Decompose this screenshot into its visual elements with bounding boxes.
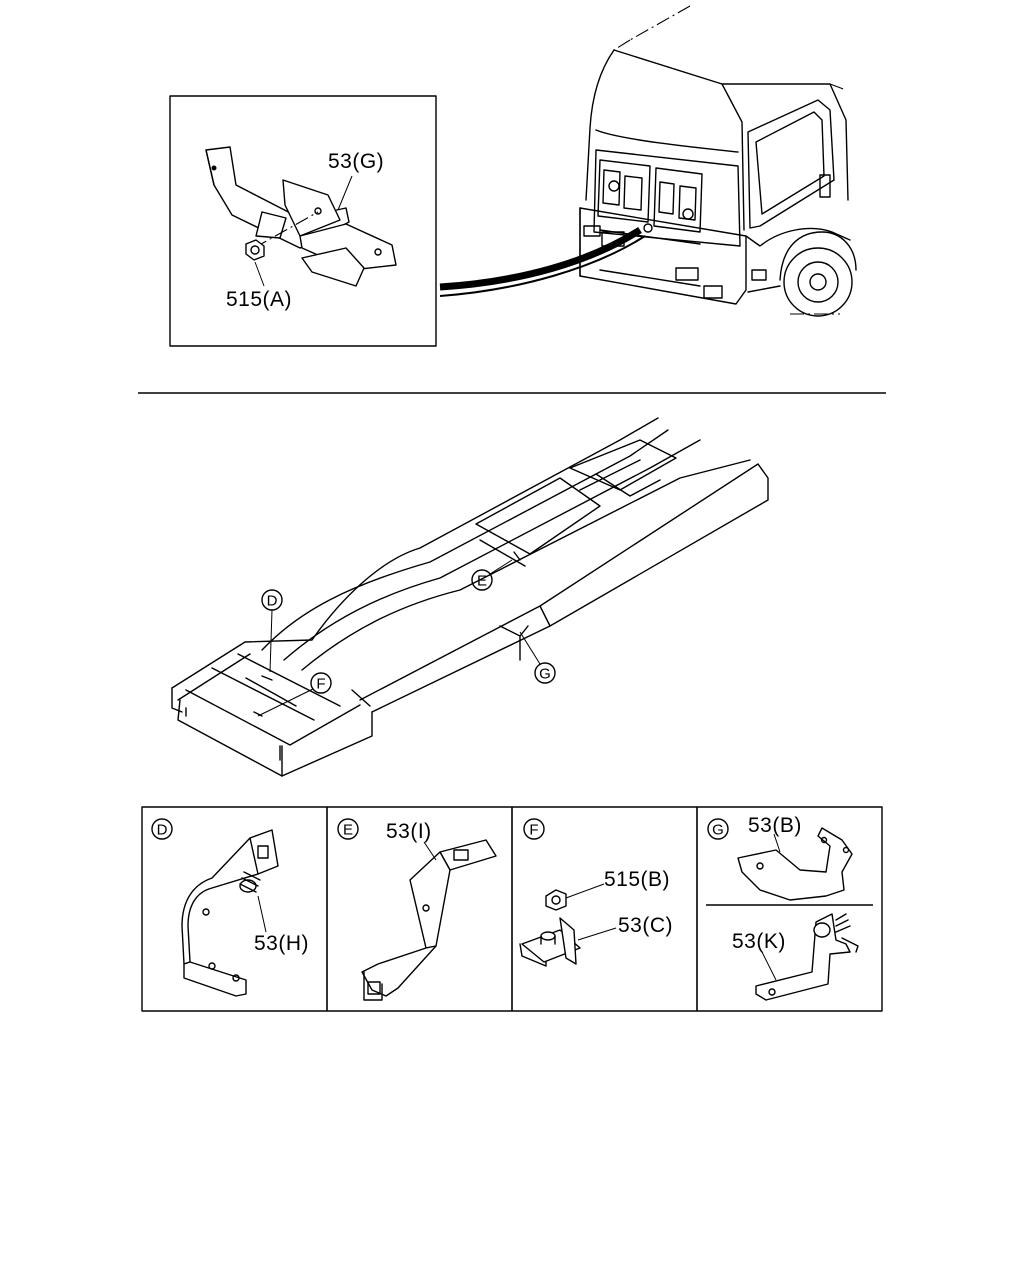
inset-detail-box: 53(G) 515(A) <box>169 95 437 347</box>
bracket-53i-drawing <box>361 839 497 1001</box>
callout-d: D <box>261 589 283 673</box>
plate-53c-drawing <box>519 917 581 967</box>
callout-e-letter: E <box>477 573 487 590</box>
truck-cab-drawing <box>579 5 857 317</box>
callout-d-letter: D <box>267 593 278 610</box>
callout-e: E <box>471 559 513 591</box>
callout-g: G <box>519 631 556 684</box>
detail-panels <box>141 806 883 1012</box>
bracket-53k-drawing <box>755 913 859 1001</box>
nut-515a-drawing <box>245 239 265 261</box>
panel-d: D 53(H) <box>151 818 309 997</box>
leader-53g <box>337 175 353 211</box>
label-53h: 53(H) <box>254 932 309 955</box>
panel-e: E 53(I) <box>337 818 497 1001</box>
panel-d-letter: D <box>157 822 168 839</box>
label-515b: 515(B) <box>604 868 670 891</box>
callout-f: F <box>257 672 332 717</box>
bracket-53b-drawing <box>737 827 853 901</box>
nut-515b-drawing <box>545 889 567 911</box>
label-53k: 53(K) <box>732 930 786 953</box>
panel-f-letter: F <box>529 822 538 839</box>
callout-g-letter: G <box>539 666 551 683</box>
chassis-frame-drawing <box>171 417 769 777</box>
callout-f-letter: F <box>316 676 325 693</box>
label-53b: 53(B) <box>748 814 802 837</box>
inset-connector-line <box>439 227 642 291</box>
panel-g-letter: G <box>712 822 724 839</box>
label-515a: 515(A) <box>226 288 292 311</box>
leader-515a <box>254 261 265 287</box>
panel-e-letter: E <box>343 822 353 839</box>
label-53c: 53(C) <box>618 914 673 937</box>
label-53i: 53(I) <box>386 820 432 843</box>
panel-f: F 515(B) 53(C) <box>519 818 673 967</box>
bracket-53h-drawing <box>181 829 279 997</box>
bracket-53g-drawing <box>205 146 397 287</box>
inset-connector-line-2 <box>439 235 646 297</box>
label-53g: 53(G) <box>328 150 384 173</box>
panel-g: G 53(B) 53(K) <box>707 814 859 1001</box>
